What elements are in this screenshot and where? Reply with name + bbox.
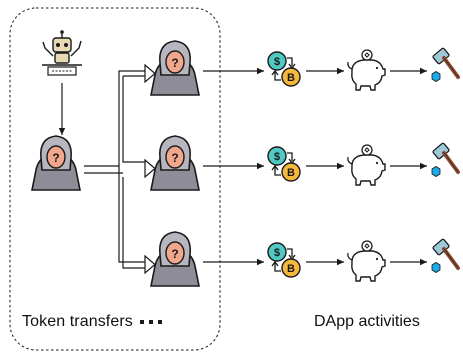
svg-text:?: ? bbox=[171, 151, 178, 165]
piggy-bank-icon bbox=[347, 49, 386, 91]
coin-swap-icon: $B bbox=[267, 242, 301, 278]
svg-text:?: ? bbox=[171, 247, 178, 261]
activity-row: ?$B bbox=[150, 135, 460, 191]
svg-text:B: B bbox=[287, 72, 295, 84]
svg-text:?: ? bbox=[171, 56, 178, 70]
hooded-hacker-icon: ? bbox=[150, 231, 200, 287]
piggy-bank-icon bbox=[347, 144, 386, 186]
svg-text:?: ? bbox=[52, 151, 59, 165]
coin-swap-icon: $B bbox=[267, 51, 301, 87]
ellipsis-dots bbox=[140, 320, 162, 324]
piggy-bank-icon bbox=[347, 240, 386, 282]
fanout-arrow bbox=[84, 63, 156, 275]
svg-text:B: B bbox=[287, 167, 295, 179]
hammer-hexagon-icon bbox=[431, 142, 460, 177]
svg-text:B: B bbox=[287, 263, 295, 275]
activity-row: ?$B bbox=[150, 40, 460, 96]
coin-swap-icon: $B bbox=[267, 146, 301, 182]
hammer-hexagon-icon bbox=[431, 238, 460, 273]
hooded-hacker-icon: ? bbox=[31, 135, 81, 191]
token-transfers-caption: Token transfers bbox=[22, 313, 133, 330]
svg-text:$: $ bbox=[274, 151, 280, 163]
svg-text:$: $ bbox=[274, 247, 280, 259]
hooded-hacker-icon: ? bbox=[150, 40, 200, 96]
hooded-hacker-icon: ? bbox=[150, 135, 200, 191]
svg-text:$: $ bbox=[274, 56, 280, 68]
hammer-hexagon-icon bbox=[431, 47, 460, 82]
activity-row: ?$B bbox=[150, 231, 460, 287]
dapp-activities-caption: DApp activities bbox=[314, 313, 420, 330]
robot-icon bbox=[42, 30, 82, 76]
